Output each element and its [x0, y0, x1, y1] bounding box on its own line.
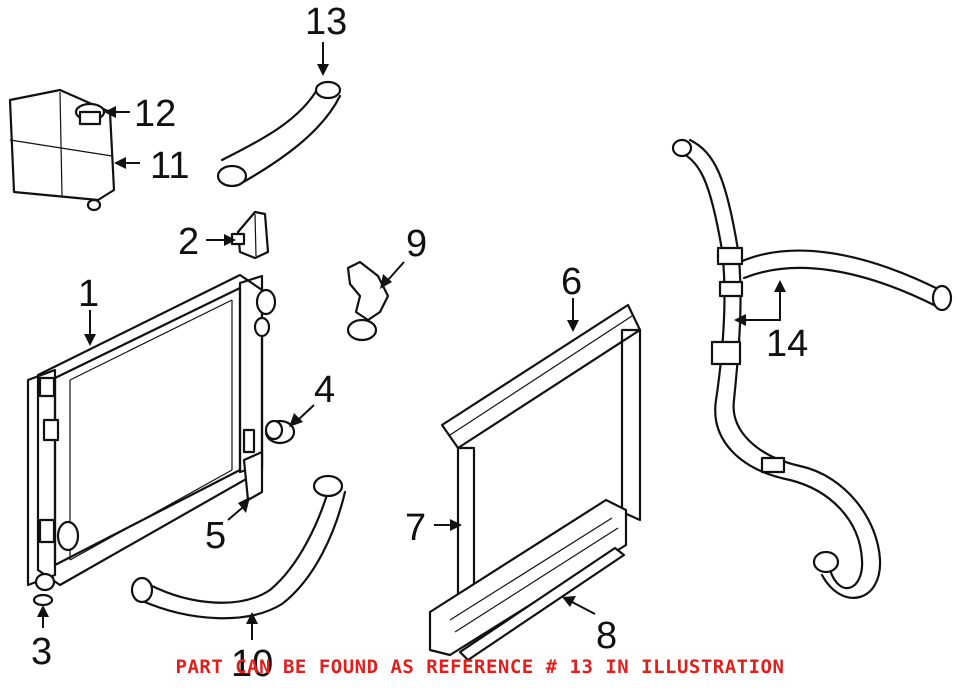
callout-13: 13	[305, 1, 347, 43]
upper-radiator-hose	[216, 80, 342, 188]
thermostat-housing	[346, 260, 390, 342]
callout-labels: 1 2 3 4 5 6 7 8 9 10 11 12 13 14	[31, 1, 808, 685]
reference-notice: PART CAN BE FOUND AS REFERENCE # 13 IN I…	[175, 656, 785, 678]
callout-2: 2	[178, 221, 199, 263]
heater-hose-assembly	[671, 138, 953, 599]
fan-shroud	[428, 303, 642, 662]
drain-plug	[32, 593, 54, 607]
bracket	[230, 210, 270, 260]
side-seal	[242, 450, 264, 502]
callout-8: 8	[596, 615, 617, 657]
callout-6: 6	[561, 261, 582, 303]
grommet	[264, 419, 296, 445]
radiator	[26, 273, 277, 592]
leader-lines	[37, 42, 786, 640]
lower-radiator-hose	[130, 474, 347, 620]
callout-12: 12	[134, 93, 176, 135]
callout-11: 11	[150, 145, 189, 187]
callout-4: 4	[314, 369, 335, 411]
callout-1: 1	[78, 273, 99, 315]
coolant-reservoir	[8, 88, 116, 212]
callout-14: 14	[766, 323, 808, 365]
callout-10: 10	[231, 643, 273, 685]
callout-3: 3	[31, 631, 52, 673]
callout-9: 9	[406, 223, 427, 265]
callout-7: 7	[405, 507, 426, 549]
callout-5: 5	[205, 515, 226, 557]
